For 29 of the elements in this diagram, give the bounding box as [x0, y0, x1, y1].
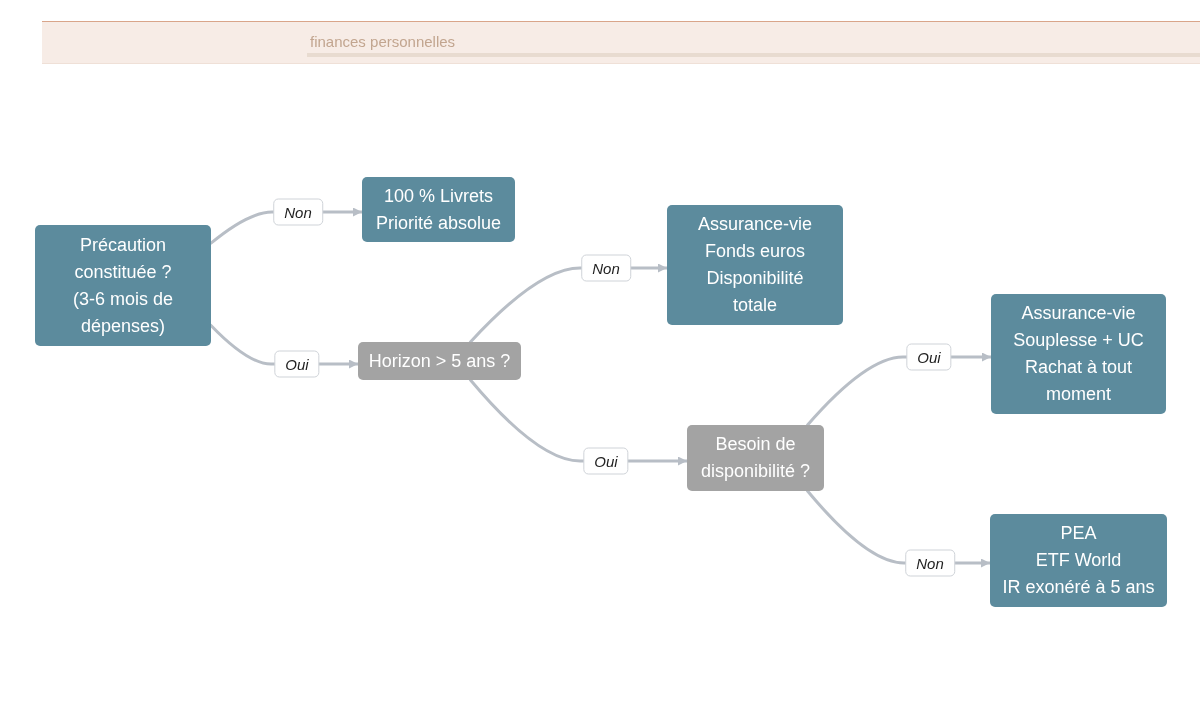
edge-label: Non: [273, 198, 323, 226]
edge-label: Oui: [906, 343, 952, 371]
edge-label: Non: [581, 254, 631, 282]
edge-label: Non: [905, 549, 955, 577]
outcome-box: [991, 294, 1166, 414]
node-text: Disponibilité totale: [705, 267, 805, 317]
node-text: Fonds euros: [704, 240, 806, 263]
node-text: Priorité absolue: [375, 211, 502, 235]
outcome-box: [362, 177, 515, 242]
node-text: Assurance-vie: [1021, 302, 1136, 325]
edge-label: Oui: [274, 350, 320, 378]
edge-label: Oui: [583, 447, 629, 475]
node-text: Rachat à tout moment: [1023, 356, 1134, 406]
node-text: IR exonéré à 5 ans: [1002, 576, 1155, 599]
node-text: Précaution constituée ?: [73, 233, 173, 284]
node-text: Assurance-vie: [697, 213, 812, 236]
node-text: Souplesse + UC: [1013, 329, 1144, 352]
decision-box: [687, 425, 824, 491]
outcome-box: [667, 205, 843, 325]
node-text: Besoin de disponibilité ?: [699, 433, 812, 483]
decision-box: [35, 225, 211, 346]
node-text: PEA: [1060, 522, 1097, 545]
node-text: (3-6 mois de dépenses): [71, 287, 174, 338]
outcome-box: [990, 514, 1167, 607]
node-text: 100 % Livrets: [383, 184, 494, 208]
tagline: finances personnelles: [310, 33, 456, 51]
decision-box: [358, 342, 521, 380]
node-text: Horizon > 5 ans ?: [368, 349, 511, 373]
node-text: ETF World: [1035, 549, 1122, 572]
